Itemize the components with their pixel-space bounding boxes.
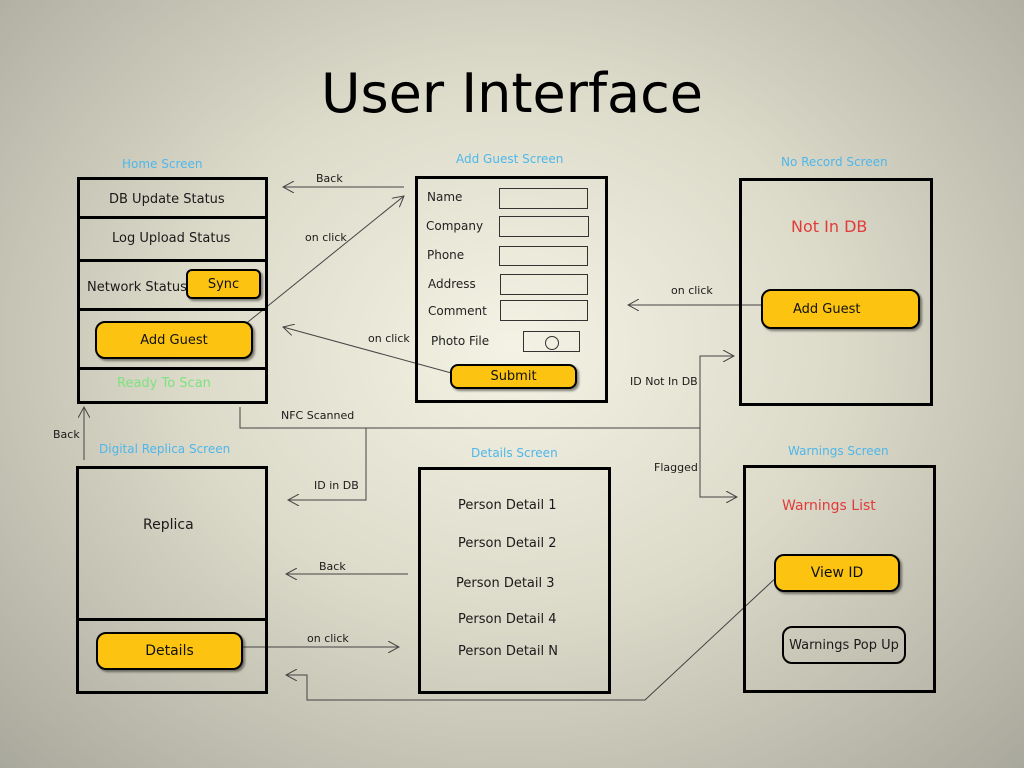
add-guest-button[interactable]: Add Guest bbox=[95, 321, 253, 359]
replica-area: Replica bbox=[79, 469, 265, 621]
add-guest-row: Add Guest bbox=[80, 308, 265, 370]
comment-field[interactable] bbox=[500, 300, 588, 321]
arrow-label-on-click: on click bbox=[305, 231, 347, 244]
sync-button[interactable]: Sync bbox=[186, 269, 261, 299]
arrow-label-id-not-in-db: ID Not In DB bbox=[630, 375, 698, 388]
phone-field[interactable] bbox=[499, 246, 588, 266]
person-detail-item: Person Detail 3 bbox=[456, 576, 555, 591]
person-detail-item: Person Detail 2 bbox=[458, 536, 557, 551]
warnings-list: Warnings List bbox=[782, 498, 876, 514]
name-label: Name bbox=[427, 190, 463, 204]
arrow-label-on-click: on click bbox=[671, 284, 713, 297]
person-detail-item: Person Detail 1 bbox=[458, 498, 557, 513]
comment-label: Comment bbox=[428, 304, 487, 318]
arrow-label-on-click: on click bbox=[368, 332, 410, 345]
no-record-screen-caption: No Record Screen bbox=[781, 155, 888, 169]
phone-label: Phone bbox=[427, 248, 465, 262]
photo-file-picker[interactable] bbox=[523, 331, 580, 352]
arrow-label-back: Back bbox=[319, 560, 346, 573]
warnings-screen: Warnings List View ID Warnings Pop Up bbox=[743, 465, 936, 693]
network-status: Network Status bbox=[87, 280, 187, 295]
add-guest-screen-caption: Add Guest Screen bbox=[456, 152, 564, 166]
address-label: Address bbox=[428, 277, 476, 291]
db-update-status: DB Update Status bbox=[109, 192, 225, 207]
company-field[interactable] bbox=[499, 216, 589, 237]
arrow-label-id-in-db: ID in DB bbox=[314, 479, 359, 492]
details-screen: Person Detail 1 Person Detail 2 Person D… bbox=[418, 467, 611, 694]
add-guest-button[interactable]: Add Guest bbox=[761, 289, 920, 329]
replica-label: Replica bbox=[143, 517, 194, 533]
home-screen-caption: Home Screen bbox=[122, 157, 203, 171]
details-button[interactable]: Details bbox=[96, 632, 243, 670]
photo-file-label: Photo File bbox=[431, 334, 490, 348]
arrow-label-flagged: Flagged bbox=[654, 461, 698, 474]
page-title: User Interface bbox=[320, 62, 703, 125]
person-detail-item: Person Detail 4 bbox=[458, 612, 557, 627]
arrow-label-back: Back bbox=[53, 428, 80, 441]
log-upload-row: Log Upload Status bbox=[80, 216, 265, 262]
submit-button[interactable]: Submit bbox=[450, 364, 577, 389]
arrow-label-on-click: on click bbox=[307, 632, 349, 645]
company-label: Company bbox=[426, 219, 484, 233]
network-row: Network Status Sync bbox=[80, 259, 265, 311]
not-in-db-message: Not In DB bbox=[791, 217, 868, 236]
add-guest-screen: Name Company Phone Address Comment Photo… bbox=[415, 176, 608, 403]
name-field[interactable] bbox=[499, 188, 588, 209]
home-screen: DB Update Status Log Upload Status Netwo… bbox=[77, 177, 268, 404]
log-upload-status: Log Upload Status bbox=[112, 231, 231, 246]
ready-to-scan: Ready To Scan bbox=[117, 376, 211, 391]
person-detail-item: Person Detail N bbox=[458, 644, 558, 659]
no-record-screen: Not In DB Add Guest bbox=[739, 178, 933, 406]
address-field[interactable] bbox=[500, 274, 588, 295]
details-screen-caption: Details Screen bbox=[471, 446, 558, 460]
warnings-screen-caption: Warnings Screen bbox=[788, 444, 889, 458]
replica-screen-caption: Digital Replica Screen bbox=[99, 442, 231, 456]
warnings-popup[interactable]: Warnings Pop Up bbox=[782, 626, 906, 664]
arrow-label-back: Back bbox=[316, 172, 343, 185]
digital-replica-screen: Replica Details bbox=[76, 466, 268, 694]
db-update-row: DB Update Status bbox=[80, 180, 265, 219]
arrow-label-nfc-scanned: NFC Scanned bbox=[281, 409, 355, 422]
view-id-button[interactable]: View ID bbox=[774, 554, 900, 592]
photo-file-icon bbox=[545, 336, 559, 350]
